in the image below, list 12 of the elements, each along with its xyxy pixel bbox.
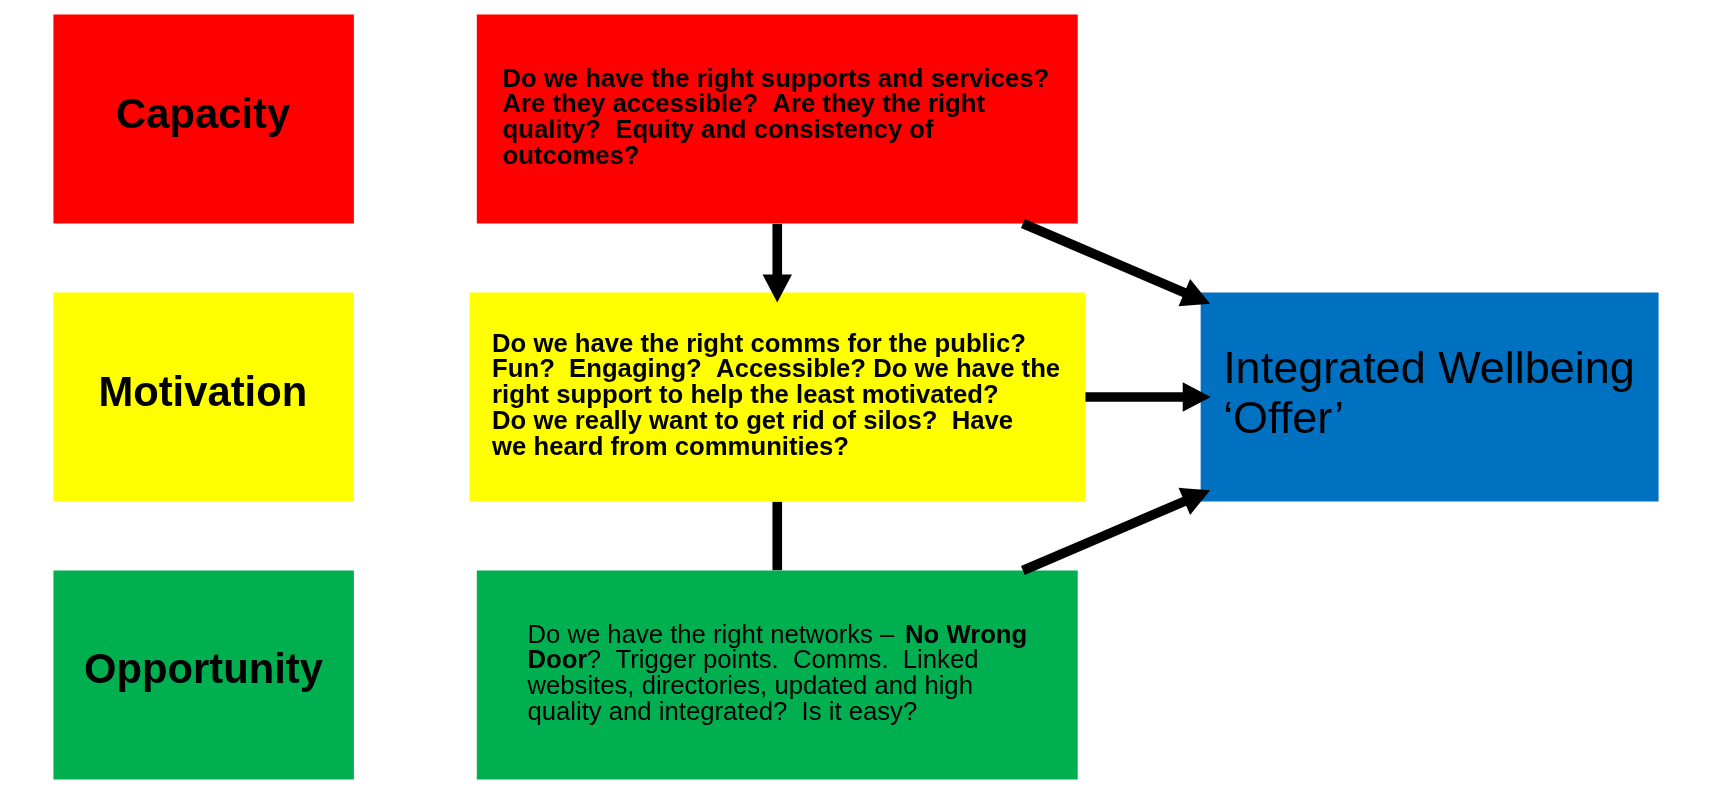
arrow <box>1020 487 1210 575</box>
arrow <box>762 223 792 303</box>
node-box: Motivation <box>52 292 354 502</box>
node-box: Do we have the right networks – No Wrong Door? Trigger points. Comms. Linked websites, directories, updated and high quality and integrated? Is it easy? <box>476 570 1078 780</box>
node-box: Do we have the right supports and services? Are they accessible? Are they the right quality? Equity and consistency of outcomes? <box>476 14 1078 224</box>
node-box: Capacity <box>52 14 354 224</box>
arrow <box>1084 382 1211 412</box>
node-box: Do we have the right comms for the public? Fun? Engaging? Accessible? Do we have the right support to help the least motivated? Do we really want to get rid of silos? Have we heard from communities? <box>469 292 1085 502</box>
node-box: Opportunity <box>52 570 354 780</box>
node-box: Integrated Wellbeing ‘Offer’ <box>1200 292 1659 502</box>
connector <box>771 501 782 571</box>
arrow <box>1020 219 1210 307</box>
